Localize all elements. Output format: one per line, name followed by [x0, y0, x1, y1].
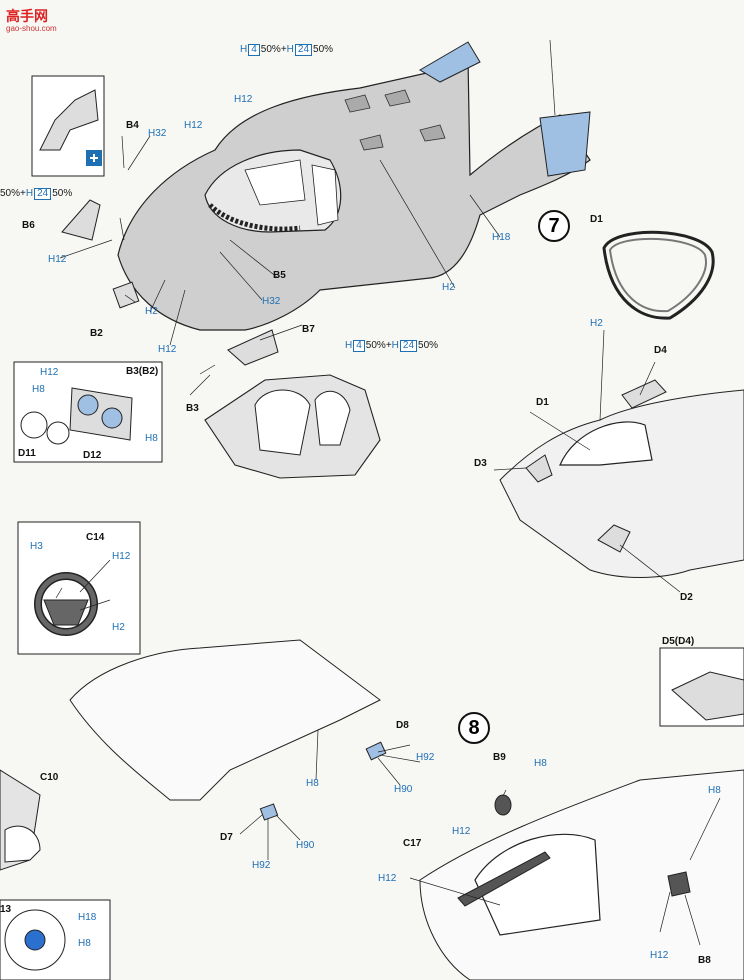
paint-h12: H12 — [158, 344, 177, 355]
label-d12: D12 — [83, 450, 102, 461]
paint-h4-code: 4 — [248, 44, 260, 56]
paint-h8: H8 — [708, 785, 721, 796]
logo-text: 高手网 — [6, 8, 48, 24]
paint-h8: H8 — [534, 758, 547, 769]
part-b6 — [61, 199, 101, 241]
label-d5: D5(D4) — [662, 636, 695, 647]
rear-body — [69, 639, 381, 801]
paint-h12: H12 — [48, 254, 67, 265]
paint-h12: H12 — [378, 873, 397, 884]
paint-h2: H2 — [145, 306, 158, 317]
watermark-logo: 高手网 gao-shou.com — [6, 6, 68, 36]
paint-h92: H92 — [252, 860, 271, 871]
label-d8: D8 — [396, 720, 409, 731]
logo-url: gao-shou.com — [6, 24, 57, 33]
paint-h12: H12 — [40, 367, 59, 378]
part-d1-frame — [602, 230, 715, 320]
label-d1: D1 — [536, 397, 549, 408]
label-d3: D3 — [474, 458, 487, 469]
label-b2: B2 — [90, 328, 103, 339]
label-b5: B5 — [273, 270, 286, 281]
part-d1-canopy — [559, 421, 653, 466]
label-b7: B7 — [302, 324, 315, 335]
rear-fin-left — [419, 41, 481, 83]
paint-h3: H3 — [30, 541, 43, 552]
paint-h12: H12 — [184, 120, 203, 131]
label-b9: B9 — [493, 752, 506, 763]
paint-h2: H2 — [442, 282, 455, 293]
label-d7: D7 — [220, 832, 233, 843]
leader-lines — [55, 39, 721, 946]
windscreen — [474, 833, 601, 936]
label-d4: D4 — [654, 345, 667, 356]
paint-h32: H32 — [262, 296, 281, 307]
paint-h12: H12 — [650, 950, 669, 961]
paint-h18: H18 — [78, 912, 97, 923]
label-b3: B3 — [186, 403, 199, 414]
paint-h8: H8 — [306, 778, 319, 789]
part-b2 — [112, 281, 140, 309]
label-13: 13 — [0, 904, 12, 915]
paint-h18: H18 — [492, 232, 511, 243]
label-c10: C10 — [40, 772, 59, 783]
label-d1-ring: D1 — [590, 214, 603, 225]
part-d3 — [525, 454, 553, 483]
part-b8 — [667, 871, 691, 897]
label-b8: B8 — [698, 955, 711, 966]
label-b3b2: B3(B2) — [126, 366, 159, 377]
paint-h2: H2 — [112, 622, 125, 633]
part-b9 — [494, 794, 512, 816]
step-number-8: 8 — [458, 712, 490, 744]
paint-h90: H90 — [394, 784, 413, 795]
paint-h90: H90 — [296, 840, 315, 851]
paint-h12: H12 — [234, 94, 253, 105]
paint-h32: H32 — [148, 128, 167, 139]
part-d4 — [621, 379, 667, 409]
label-b4: B4 — [126, 120, 139, 131]
paint-h12: H12 — [112, 551, 131, 562]
label-c17: C17 — [403, 838, 422, 849]
paint-h12: H12 — [452, 826, 471, 837]
part-d7 — [259, 803, 279, 821]
paint-h92: H92 — [416, 752, 435, 763]
part-b7 — [227, 329, 279, 366]
label-d2: D2 — [680, 592, 693, 603]
paint-h2: H2 — [590, 318, 603, 329]
paint-h8: H8 — [78, 938, 91, 949]
label-b6: B6 — [22, 220, 35, 231]
label-c14: C14 — [86, 532, 105, 543]
part-c17 — [457, 851, 551, 907]
step7-body — [499, 389, 744, 578]
label-d11: D11 — [18, 448, 36, 459]
paint-h8: H8 — [32, 384, 45, 395]
step-number-7: 7 — [538, 210, 570, 242]
rear-fin-right — [539, 111, 591, 177]
part-d8 — [365, 741, 387, 761]
paint-h8: H8 — [145, 433, 158, 444]
part-d2 — [597, 524, 631, 553]
